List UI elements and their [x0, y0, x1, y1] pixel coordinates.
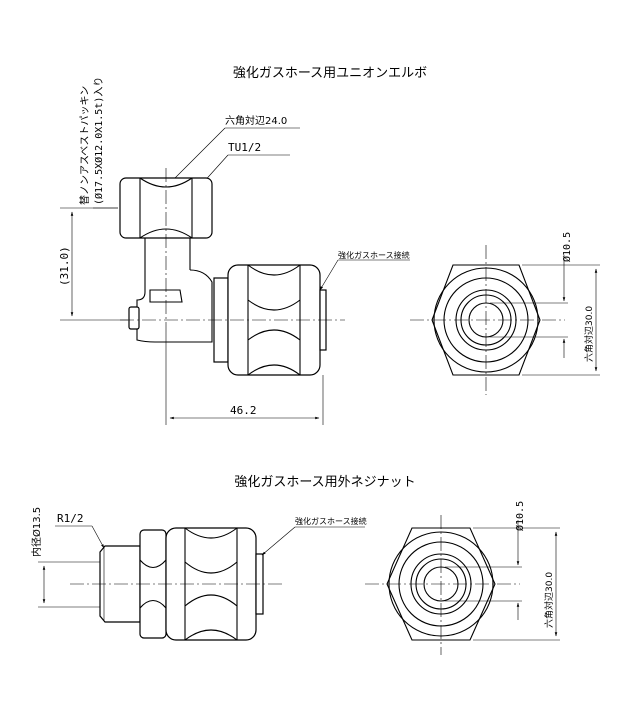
bottom-thread-label: R1/2 — [57, 512, 84, 525]
bottom-hex-dim-label: 六角対辺30.0 — [543, 572, 555, 628]
bottom-inner-dimension — [38, 561, 100, 608]
bottom-dia-label: Ø10.5 — [514, 501, 526, 531]
gasket-note-line1: 替ノンアスベストパッキン — [78, 86, 91, 205]
bottom-hose-leader — [261, 526, 296, 556]
top-dia-label: Ø10.5 — [561, 232, 573, 262]
bottom-inner-dim-text: 内径Ø13.5 — [30, 507, 43, 557]
bottom-end-dimensions — [445, 520, 560, 641]
top-hex-label: 六角対辺24.0 — [225, 114, 287, 127]
length-dimension — [165, 332, 324, 425]
gasket-note: 替ノンアスベストパッキン (Ø17.5XØ12.0X1.5t)入り — [78, 77, 105, 205]
top-hex-dim-label: 六角対辺30.0 — [583, 306, 595, 362]
elbow-body — [128, 238, 213, 343]
top-thread-label: TU1/2 — [228, 141, 261, 154]
top-length-dim: 46.2 — [230, 404, 257, 417]
top-height-dim: (31.0) — [58, 246, 71, 286]
bottom-thread-leader — [91, 525, 105, 549]
gasket-note-line2: (Ø17.5XØ12.0X1.5t)入り — [93, 77, 105, 205]
top-end-dimensions — [490, 255, 600, 376]
bottom-hose-label: 強化ガスホース接続 — [295, 516, 367, 526]
bottom-title: 強化ガスホース用外ネジナット — [234, 475, 415, 490]
top-hose-label: 強化ガスホース接続 — [338, 250, 410, 260]
top-title: 強化ガスホース用ユニオンエルボ — [233, 66, 427, 81]
hex-leader — [167, 127, 226, 186]
bottom-inner-dim: 内径Ø13.5 — [30, 507, 43, 557]
top-hose-leader — [319, 259, 339, 291]
height-dimension — [60, 207, 128, 321]
